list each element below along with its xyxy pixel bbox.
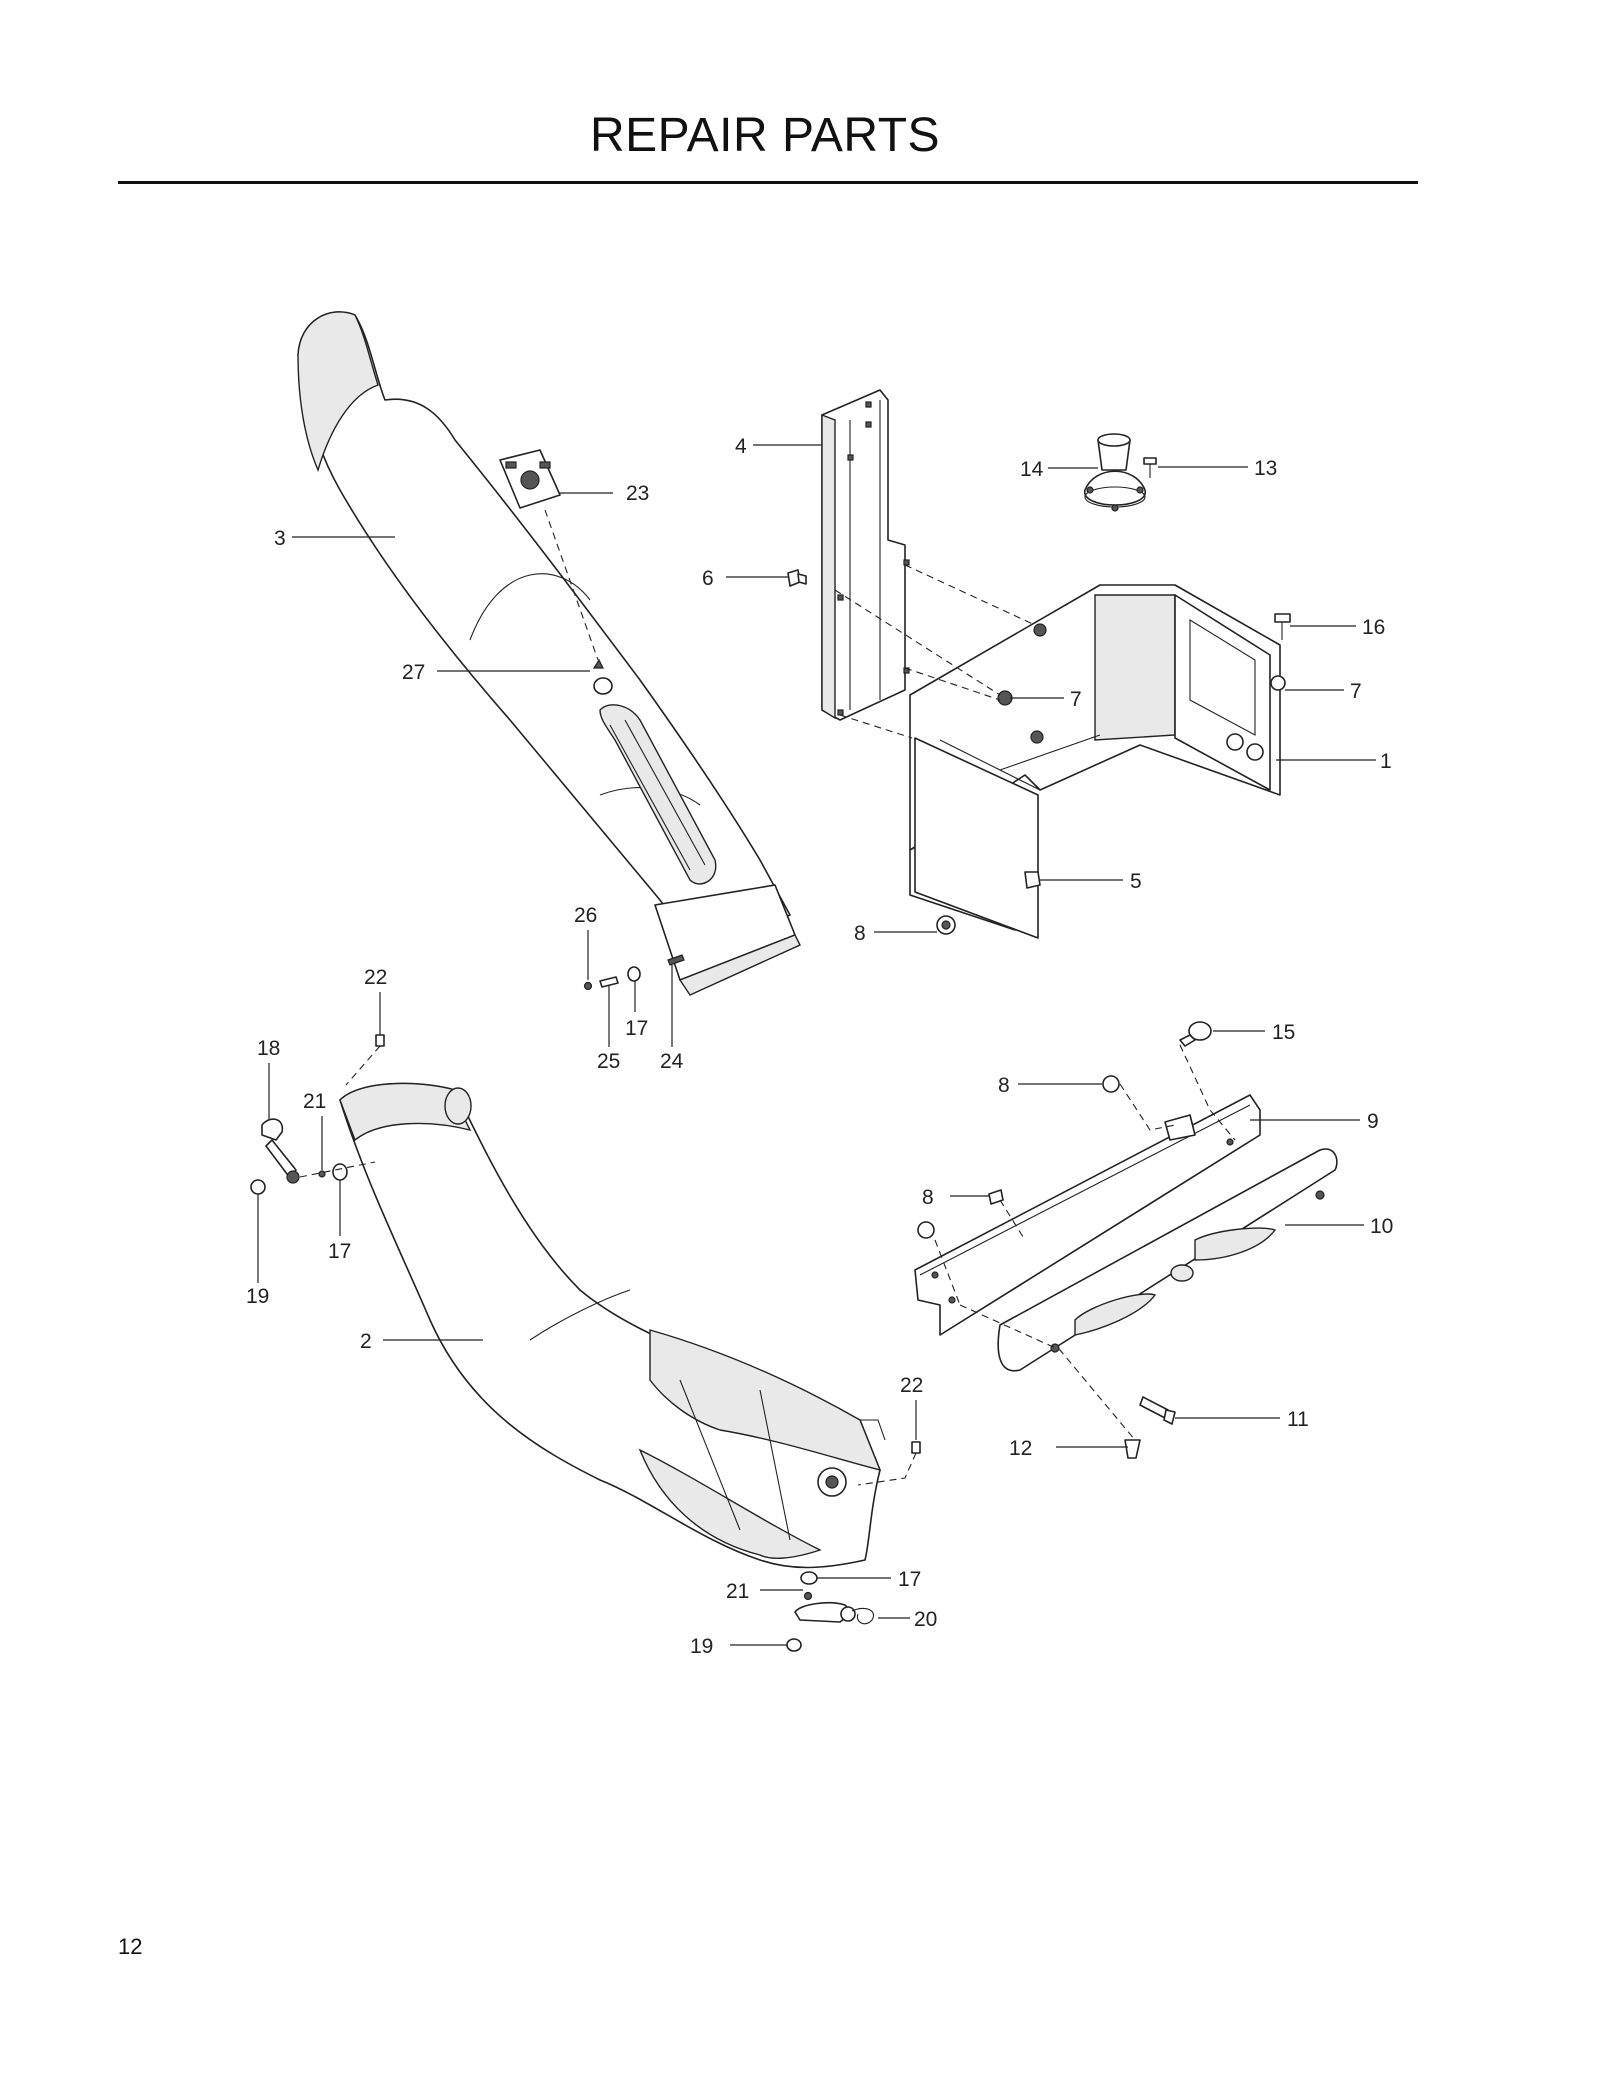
chute-mount-box-1-part: [909, 584, 1281, 939]
callout-3: 3: [274, 527, 286, 550]
callout-17-lever: 17: [328, 1240, 351, 1263]
knob-27-part: [592, 658, 613, 695]
callout-7-outer: 7: [1350, 680, 1362, 703]
bolt-6-part: [787, 569, 807, 587]
callout-11: 11: [1287, 1408, 1309, 1431]
callout-8-rail-lower: 8: [922, 1186, 934, 1209]
callout-20: 20: [914, 1608, 937, 1631]
callout-22-lower: 22: [900, 1374, 923, 1397]
screw-13-part: [1143, 457, 1157, 478]
nut-8-rail-lower-part: [917, 1221, 935, 1239]
dash-4-1-c: [904, 667, 1001, 701]
callout-7-inner: 7: [1070, 688, 1082, 711]
rail-10-part: [997, 1148, 1338, 1372]
dash-23-27: [544, 509, 599, 661]
lever-18-part: [250, 1118, 348, 1195]
callout-8-rail-upper: 8: [998, 1074, 1010, 1097]
callout-16: 16: [1362, 616, 1385, 639]
bolt-5-part: [1024, 871, 1041, 889]
nut-8-part: [936, 915, 956, 935]
nut-7-part: [997, 690, 1013, 706]
dash-8-9: [1119, 1083, 1176, 1131]
callout-21-lower: 21: [726, 1580, 749, 1603]
callout-15: 15: [1272, 1021, 1295, 1044]
stud-22-upper-part: [375, 1034, 385, 1047]
callout-5: 5: [1130, 870, 1142, 893]
title-rule: [118, 181, 1418, 184]
bolt-11-part: [1139, 1396, 1176, 1425]
callout-22-upper: 22: [364, 966, 387, 989]
stud-22-lower-part: [911, 1441, 921, 1454]
dash-4-1-d: [839, 714, 913, 739]
callout-27: 27: [402, 661, 425, 684]
dash-4-1-a: [904, 564, 1036, 626]
callout-21-upper: 21: [303, 1090, 326, 1113]
bolt-16-part: [1274, 613, 1291, 640]
callout-24: 24: [660, 1050, 684, 1073]
clip-8-part: [988, 1189, 1004, 1205]
callout-25: 25: [597, 1050, 620, 1073]
dash-4-1-b: [834, 589, 1001, 696]
callout-2: 2: [360, 1330, 372, 1353]
dash-22-upper: [345, 1045, 381, 1086]
lower-pivot-hardware-part: [786, 1571, 874, 1652]
page-number: 12: [118, 1934, 143, 1959]
control-panel-part: [499, 449, 561, 509]
upper-chute-part: [297, 311, 801, 996]
callout-13: 13: [1254, 457, 1277, 480]
nut-7-right-part: [1270, 675, 1286, 691]
bracket-9-part: [914, 1094, 1261, 1336]
knob-15-part: [1179, 1021, 1212, 1047]
chute-rotator-14-part: [1084, 433, 1146, 512]
nut-box-lower-part: [1030, 730, 1044, 744]
dash-18-pivot: [299, 1161, 376, 1178]
hardware-24-26-part: [583, 954, 685, 991]
nut-box-upper-part: [1033, 623, 1047, 637]
callout-14: 14: [1020, 458, 1044, 481]
callout-26: 26: [574, 904, 597, 927]
callout-8-box: 8: [854, 922, 866, 945]
callout-12: 12: [1009, 1437, 1032, 1460]
callout-6: 6: [702, 567, 714, 590]
leader-lines: [257, 444, 1376, 1646]
lower-chute-part: [339, 1082, 886, 1569]
page-title: REPAIR PARTS: [589, 109, 941, 162]
callout-17-lower: 17: [898, 1568, 921, 1591]
dash-22-lower: [857, 1452, 917, 1486]
callout-23: 23: [626, 482, 649, 505]
dash-9-12: [959, 1304, 1136, 1441]
callout-18: 18: [257, 1037, 280, 1060]
nut-8-rail-upper-part: [1102, 1075, 1120, 1093]
bolt-12-part: [1124, 1439, 1141, 1459]
mount-bracket-4-part: [821, 389, 910, 721]
callout-1: 1: [1380, 750, 1392, 773]
callout-17-chute: 17: [625, 1017, 648, 1040]
callout-9: 9: [1367, 1110, 1379, 1133]
callout-19-lower: 19: [690, 1635, 713, 1658]
callout-19-upper: 19: [246, 1285, 269, 1308]
dash-clip-8: [999, 1199, 1026, 1241]
callout-10: 10: [1370, 1215, 1393, 1238]
dash-15-9: [1179, 1044, 1236, 1141]
callout-4: 4: [735, 435, 747, 458]
